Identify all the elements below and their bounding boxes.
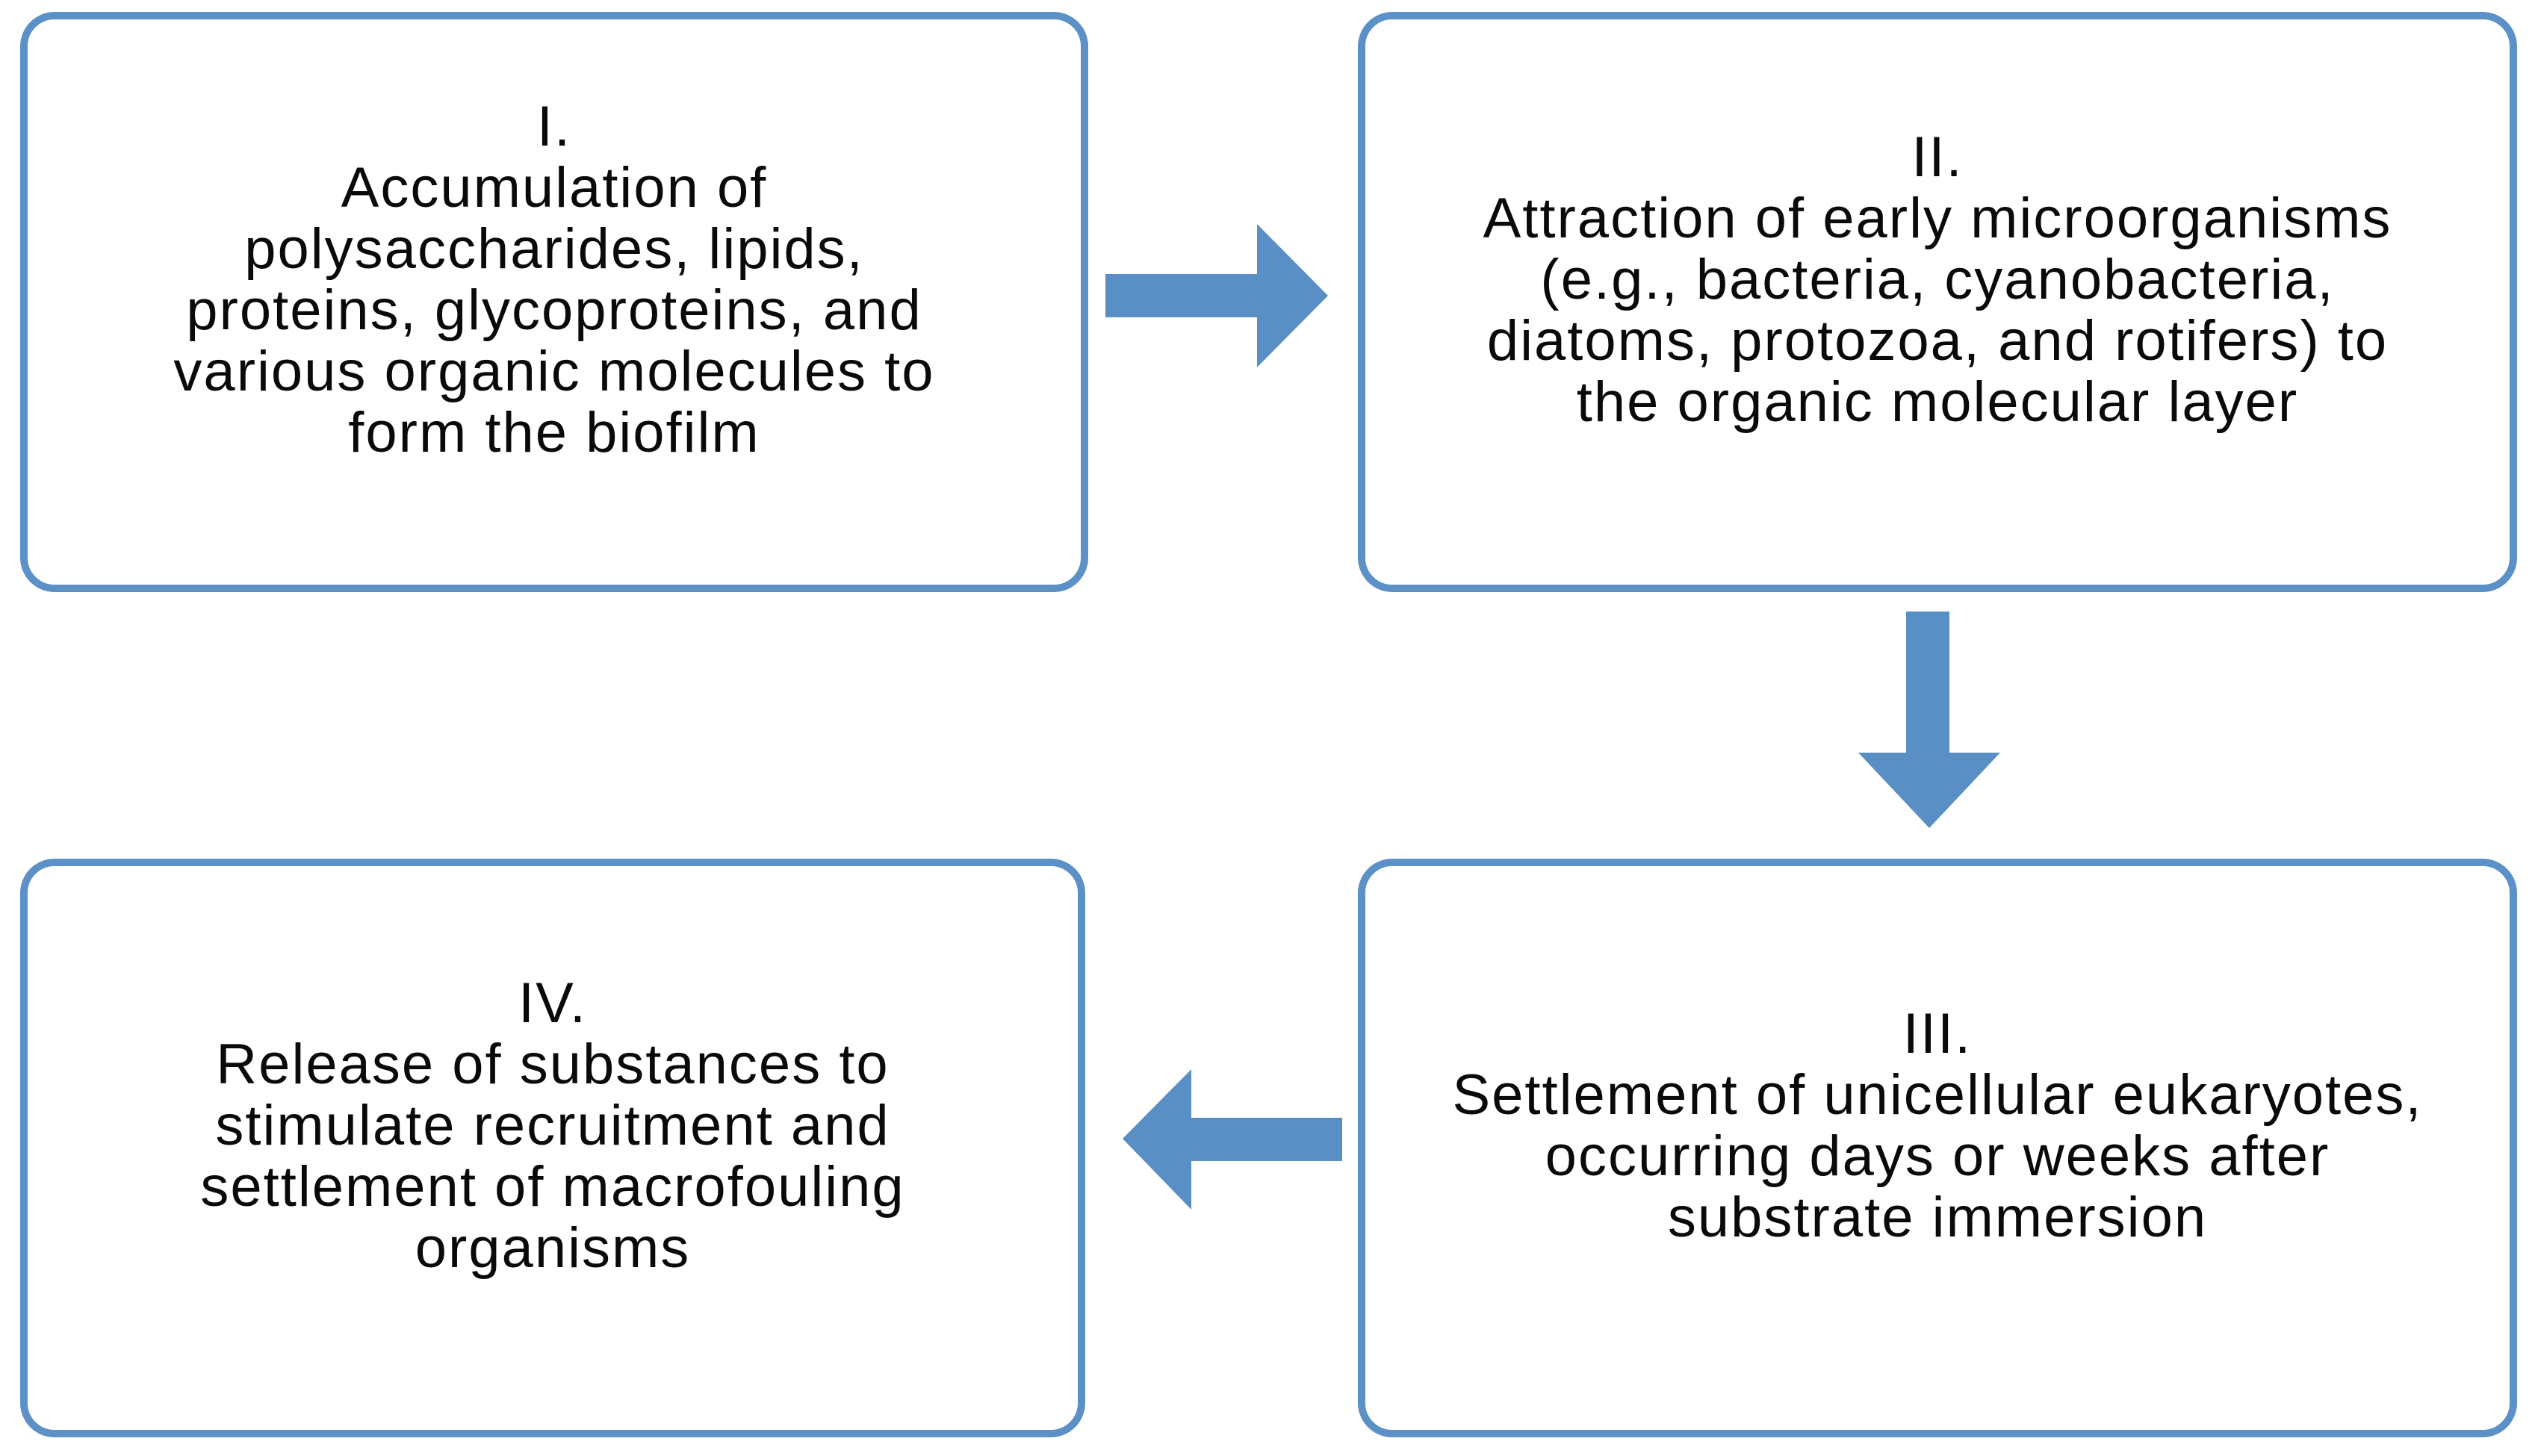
flow-box-stage-3: III. Settlement of unicellular eukaryote…: [1358, 859, 2517, 1437]
arrow-left-shape: [1123, 1069, 1342, 1210]
arrow-right-icon: [1105, 224, 1328, 367]
stage-2-text: II. Attraction of early microorganisms (…: [1483, 125, 2392, 434]
flow-box-stage-2: II. Attraction of early microorganisms (…: [1358, 12, 2517, 592]
arrow-right-shape: [1105, 224, 1328, 367]
arrow-left-icon: [1123, 1069, 1342, 1210]
stage-4-text: IV. Release of substances to stimulate r…: [200, 971, 905, 1280]
arrow-down-shape: [1858, 612, 2000, 828]
flow-box-stage-4: IV. Release of substances to stimulate r…: [20, 859, 1085, 1437]
arrow-down-icon: [1858, 612, 2000, 828]
flow-box-stage-1: I. Accumulation of polysaccharides, lipi…: [20, 12, 1088, 592]
stage-1-text: I. Accumulation of polysaccharides, lipi…: [173, 94, 935, 464]
stage-3-text: III. Settlement of unicellular eukaryote…: [1452, 1001, 2423, 1249]
